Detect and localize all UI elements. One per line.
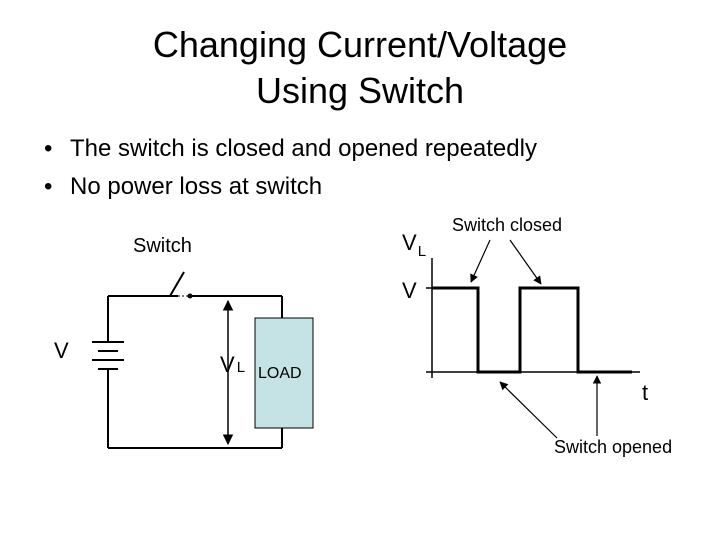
source-voltage-label: V [54, 338, 69, 363]
waveform-level-label: V [402, 278, 417, 303]
bullet-dot-icon: • [44, 173, 53, 200]
waveform-y-symbol: V [402, 230, 417, 255]
bullet-item: • The switch is closed and opened repeate… [44, 130, 537, 168]
circuit [107, 295, 283, 449]
waveform-square-wave [432, 286, 632, 374]
bullet-text: The switch is closed and opened repeated… [70, 135, 537, 162]
switch-label: Switch [133, 235, 192, 257]
switch-icon [169, 271, 193, 299]
waveform-axes [426, 258, 640, 378]
bullet-text: No power loss at switch [70, 173, 323, 200]
waveform-y-label: VL [402, 230, 426, 260]
load-box [254, 317, 314, 429]
battery-icon [92, 341, 124, 370]
switch-closed-annotation: Switch closed [452, 215, 563, 235]
waveform-time-label: t [642, 380, 649, 405]
bullet-dot-icon: • [44, 135, 53, 162]
load-voltage-subscript: L [236, 359, 246, 376]
annotation-arrows [470, 239, 602, 439]
load-label: LOAD [258, 365, 302, 382]
switch-opened-annotation: Switch opened [554, 437, 673, 457]
switch-opened-arrow-1 [499, 381, 558, 439]
switch-closed-arrow-2 [509, 239, 542, 285]
title-line-2: Using Switch [255, 70, 465, 111]
load-voltage-symbol: V [220, 352, 235, 377]
waveform-y-subscript: L [417, 243, 427, 260]
bullet-list: • The switch is closed and opened repeate… [44, 130, 537, 206]
title-line-1: Changing Current/Voltage [152, 24, 568, 65]
bullet-item: • No power loss at switch [44, 168, 537, 206]
switch-closed-arrow-1 [470, 239, 491, 283]
slide-title: Changing Current/Voltage Using Switch [0, 22, 720, 114]
